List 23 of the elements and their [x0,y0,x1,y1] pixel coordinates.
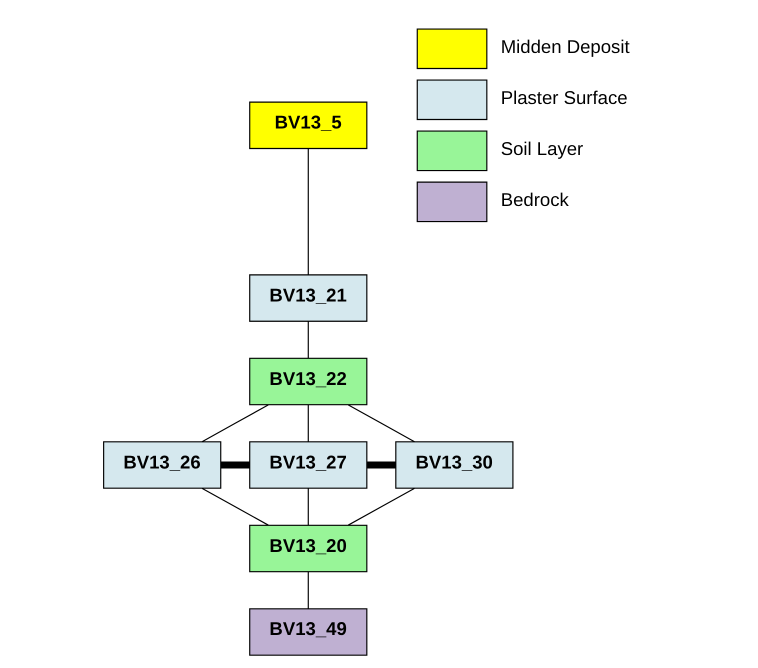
legend-label: Bedrock [500,189,569,210]
connector [348,404,415,442]
connector [202,488,269,526]
connector [367,462,396,468]
legend-label: Midden Deposit [500,36,630,58]
node-box: BV13_22 [249,358,368,406]
node-box: BV13_26 [103,441,222,489]
node-box: BV13_20 [249,524,368,572]
connector [308,148,309,275]
node-box: BV13_21 [249,274,368,322]
legend-label: Soil Layer [500,138,584,160]
connector [220,462,250,468]
connector [308,572,309,609]
node-box: BV13_30 [395,441,514,489]
connector [348,488,415,526]
node-box: BV13_27 [249,441,368,489]
connector [308,321,309,358]
legend-label: Plaster Surface [500,87,628,108]
connector [308,488,309,526]
node-box: BV13_49 [249,608,368,656]
node-box: BV13_5 [249,102,368,150]
connector [202,404,269,442]
connector [308,404,309,442]
